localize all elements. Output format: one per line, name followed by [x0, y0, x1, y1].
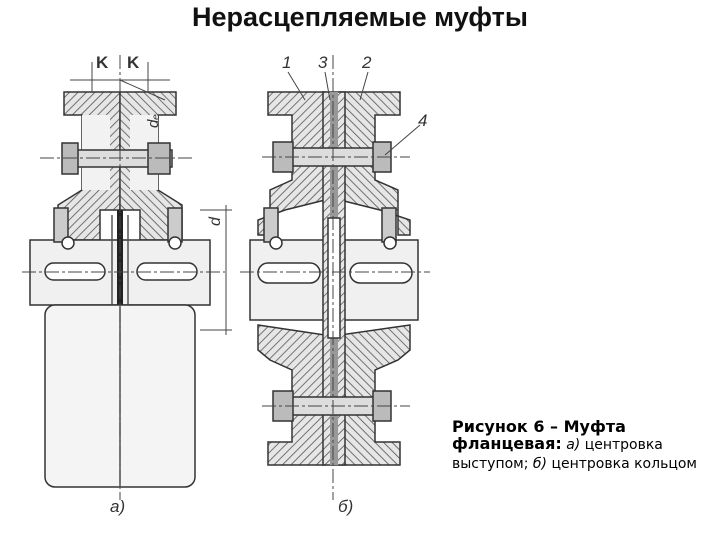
- dim-d: d: [207, 216, 224, 226]
- caption-b-marker: б): [532, 456, 548, 472]
- caption-a-text: центровка выступом;: [452, 437, 663, 472]
- keyway-b-left: [257, 262, 321, 284]
- page-title: Нерасцепляемые муфты: [192, 2, 528, 32]
- coupling-b: [249, 91, 419, 466]
- dim-k-right: K: [127, 53, 140, 72]
- dim-k-left: K: [96, 53, 109, 72]
- part-2-label: 2: [361, 53, 372, 72]
- label-b: б): [338, 497, 353, 516]
- caption-a-marker: а): [566, 437, 581, 453]
- label-a: а): [110, 497, 125, 516]
- caption-b-text: центровка кольцом: [547, 456, 697, 472]
- part-1-label: 1: [282, 53, 291, 72]
- part-4-label: 4: [418, 111, 427, 130]
- keyway-b-right: [349, 262, 413, 284]
- part-3-label: 3: [318, 53, 328, 72]
- dim-de: dₑ: [145, 114, 162, 128]
- figure-caption: Рисунок 6 – Муфта фланцевая: а) центровк…: [452, 418, 714, 473]
- caption-lead: Рисунок 6 – Муфта фланцевая:: [452, 417, 626, 453]
